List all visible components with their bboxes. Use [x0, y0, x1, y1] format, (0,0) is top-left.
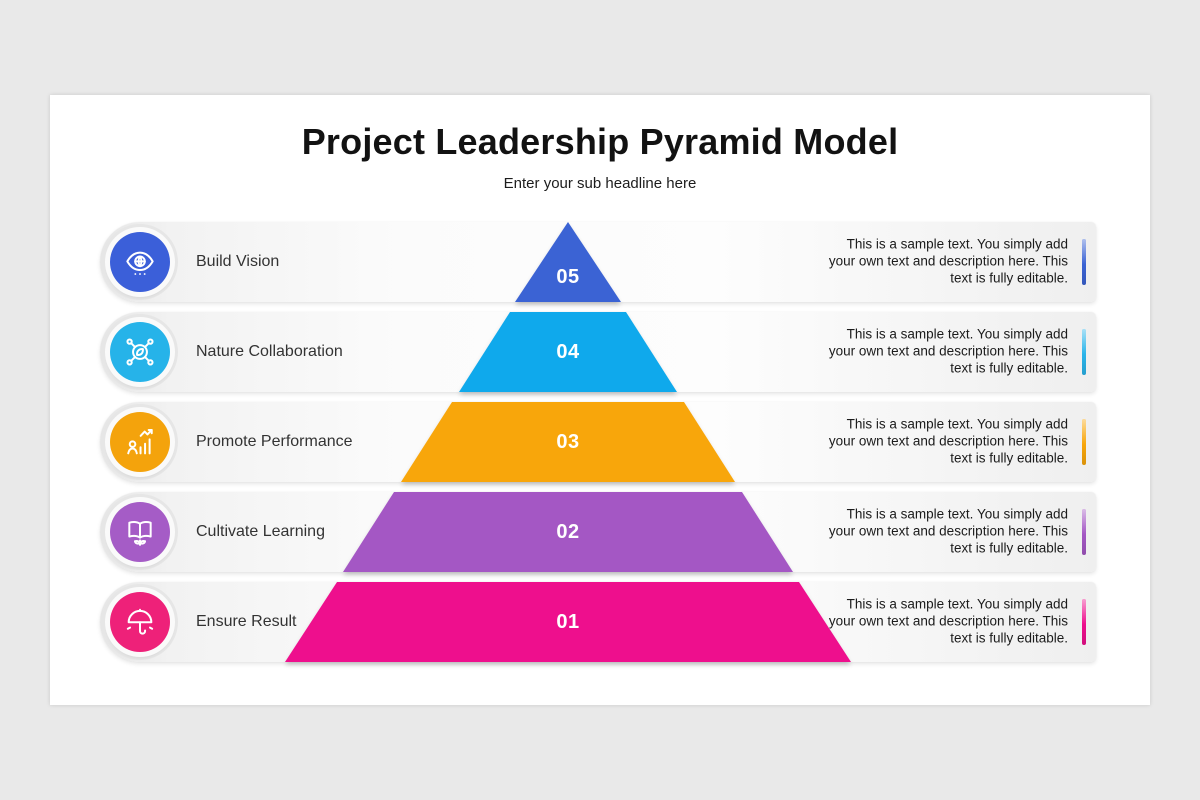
row-label: Cultivate Learning [196, 523, 325, 540]
row-nature-collaboration: Nature Collaboration This is a sample te… [100, 312, 1096, 392]
page-title: Project Leadership Pyramid Model [301, 121, 899, 162]
umbrella-result-icon [126, 608, 154, 635]
icon-circle-backdrop [102, 494, 178, 570]
open-book-learning-icon [128, 521, 152, 546]
row-label: Promote Performance [196, 433, 353, 450]
row-accent-bar [1082, 599, 1086, 645]
row-ensure-result: Ensure Result This is a sample text. You… [100, 582, 1096, 662]
performance-chart-icon [127, 429, 153, 455]
slide: Project Leadership Pyramid Model Enter y… [50, 95, 1150, 705]
rows-container: Build Vision This is a sample text. You … [100, 222, 1096, 662]
row-description: This is a sample text. You simply add yo… [828, 596, 1068, 646]
page-subtitle: Enter your sub headline here [503, 175, 697, 192]
row-accent-bar [1082, 419, 1086, 465]
row-build-vision: Build Vision This is a sample text. You … [100, 222, 1096, 302]
row-accent-bar [1082, 239, 1086, 285]
row-description: This is a sample text. You simply add yo… [828, 326, 1068, 376]
row-accent-bar [1082, 329, 1086, 375]
cultivate-learning-icon-circle [110, 502, 170, 562]
row-label: Build Vision [196, 253, 280, 270]
row-description: This is a sample text. You simply add yo… [828, 506, 1068, 556]
row-description: This is a sample text. You simply add yo… [828, 416, 1068, 466]
ensure-result-icon-circle [110, 592, 170, 652]
row-description: This is a sample text. You simply add yo… [828, 236, 1068, 286]
build-vision-icon-circle [110, 232, 170, 292]
row-accent-bar [1082, 509, 1086, 555]
row-label: Nature Collaboration [196, 343, 343, 360]
icon-circle-backdrop [102, 314, 178, 390]
row-promote-performance: Promote Performance This is a sample tex… [100, 402, 1096, 482]
icon-circle-backdrop [102, 584, 178, 660]
icon-circle-backdrop [102, 404, 178, 480]
icon-circle-backdrop [102, 224, 178, 300]
row-cultivate-learning: Cultivate Learning This is a sample text… [100, 492, 1096, 572]
promote-performance-icon-circle [110, 412, 170, 472]
row-label: Ensure Result [196, 613, 297, 630]
nature-collaboration-icon-circle [110, 322, 170, 382]
nature-collaboration-icon [126, 338, 154, 366]
eye-vision-icon [126, 251, 154, 275]
